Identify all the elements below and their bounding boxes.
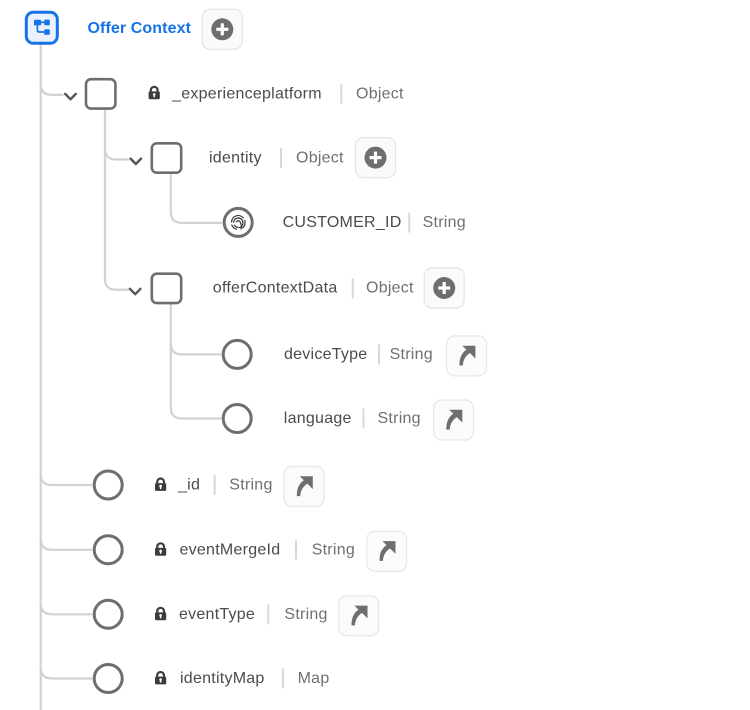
svg-text:identity: identity [209,150,262,167]
svg-text:_experienceplatform: _experienceplatform [171,85,322,102]
svg-text:CUSTOMER_ID: CUSTOMER_ID [283,214,402,231]
svg-text:Object: Object [296,150,344,167]
svg-text:Map: Map [298,670,330,687]
svg-text:_id: _id [177,477,200,494]
svg-text:eventType: eventType [179,606,255,623]
svg-text:offerContextData: offerContextData [213,280,338,297]
svg-text:Object: Object [356,85,404,102]
svg-text:String: String [312,541,355,558]
svg-text:String: String [378,410,421,427]
svg-text:identityMap: identityMap [180,670,265,687]
svg-text:deviceType: deviceType [284,346,367,363]
svg-text:String: String [229,477,272,494]
svg-text:String: String [423,214,466,231]
svg-text:eventMergeId: eventMergeId [180,541,281,558]
svg-text:language: language [284,410,352,427]
svg-text:Offer Context: Offer Context [88,20,192,37]
svg-text:String: String [390,346,433,363]
svg-text:String: String [284,606,327,623]
svg-text:Object: Object [366,280,414,297]
